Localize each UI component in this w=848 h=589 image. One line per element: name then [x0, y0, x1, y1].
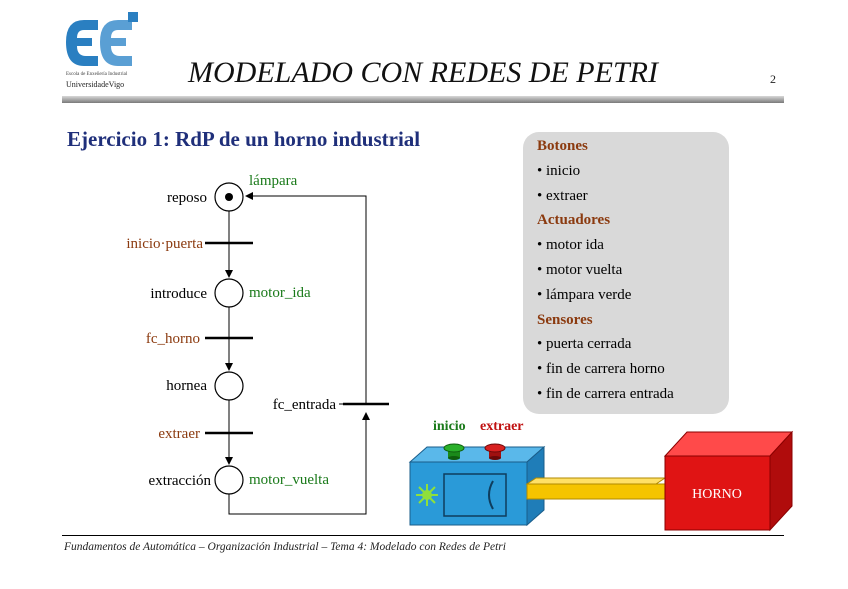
button-label-extraer: extraer	[480, 419, 524, 434]
transition-label-fc-entrada: fc_entrada	[273, 397, 337, 413]
transition-label-inicio-puerta: inicio·puerta	[126, 236, 203, 252]
label-extraccion: extracción	[149, 473, 212, 489]
motor-box	[408, 445, 546, 527]
lamp-icon	[416, 484, 438, 506]
transition-label-extraer: extraer	[158, 426, 200, 442]
label-introduce: introduce	[150, 286, 207, 302]
list-item: • motor ida	[537, 237, 604, 253]
list-item: • lámpara verde	[537, 287, 632, 303]
conveyor-shaft	[525, 477, 667, 500]
title-divider	[62, 96, 784, 103]
label-reposo: reposo	[167, 190, 207, 206]
output-lampara: lámpara	[249, 173, 298, 189]
list-item: • puerta cerrada	[537, 336, 632, 352]
list-item: • motor vuelta	[537, 262, 623, 278]
button-extraer-icon	[484, 443, 506, 460]
slide-title: MODELADO CON REDES DE PETRI	[188, 56, 658, 89]
label-hornea: hornea	[166, 378, 207, 394]
token	[225, 193, 233, 201]
logo-university: UniversidadeVigo	[66, 80, 125, 89]
signals-info-box: Botones • inicio • extraer Actuadores • …	[523, 132, 729, 414]
logo-subtitle: Escola de Enxeñería Industrial	[66, 72, 128, 77]
section-title-sensores: Sensores	[537, 312, 593, 328]
page-number: 2	[770, 72, 776, 86]
transition-label-fc-horno: fc_horno	[146, 331, 200, 347]
footer-divider	[62, 535, 784, 536]
list-item: • fin de carrera entrada	[537, 386, 674, 402]
button-label-inicio: inicio	[433, 419, 466, 434]
section-title-actuadores: Actuadores	[537, 212, 611, 228]
section-title-botones: Botones	[537, 138, 588, 154]
button-inicio-icon	[443, 443, 465, 460]
output-motor-ida: motor_ida	[249, 285, 311, 301]
exercise-heading: Ejercicio 1: RdP de un horno industrial	[67, 127, 421, 151]
university-logo	[66, 12, 138, 66]
oven-label: HORNO	[692, 487, 742, 502]
list-item: • inicio	[537, 163, 581, 179]
output-motor-vuelta: motor_vuelta	[249, 472, 329, 488]
list-item: • fin de carrera horno	[537, 361, 665, 377]
list-item: • extraer	[537, 188, 588, 204]
footer-text: Fundamentos de Automática – Organización…	[64, 541, 506, 553]
oven: HORNO	[663, 430, 794, 532]
